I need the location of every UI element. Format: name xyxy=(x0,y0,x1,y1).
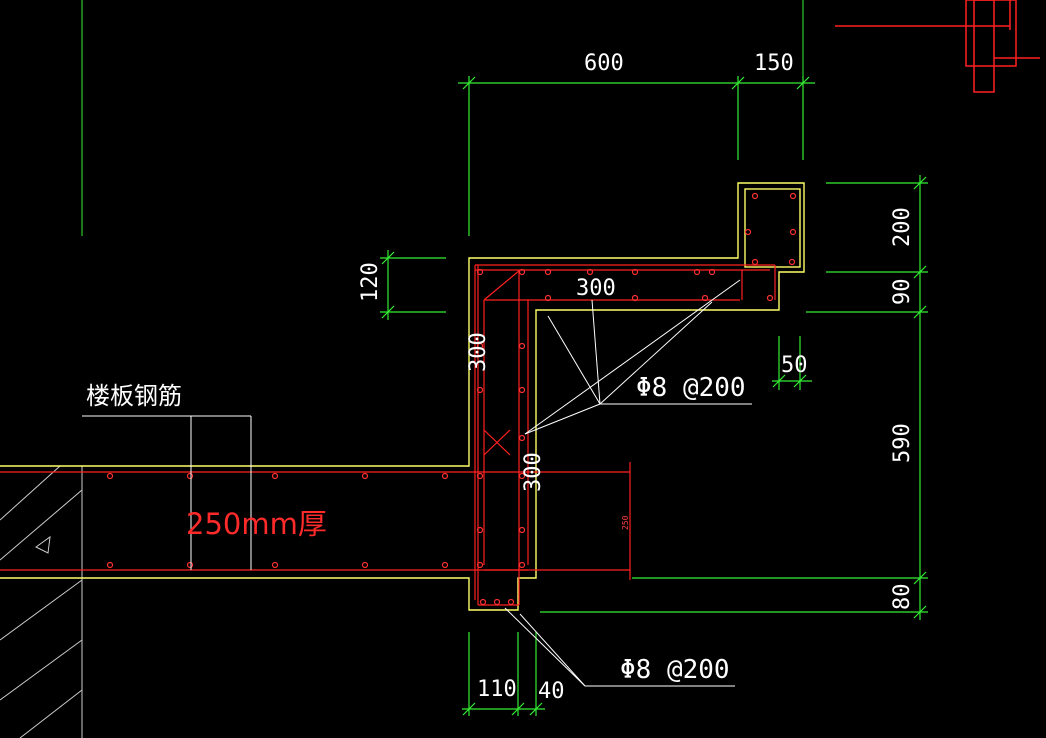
slab-thickness-note: 250mm厚 xyxy=(186,507,327,541)
concrete-outline xyxy=(0,182,805,611)
background-lines xyxy=(81,0,804,236)
dimension-lines xyxy=(380,76,928,716)
dim-300-wall-lower: 300 xyxy=(521,452,546,492)
rebar-dots xyxy=(106,192,797,606)
dim-40: 40 xyxy=(538,679,565,704)
dim-300-wall-upper: 300 xyxy=(466,332,491,372)
slab-rebar-label: 楼板钢筋 xyxy=(86,382,182,410)
rebar-spec-upper: Φ8 @200 xyxy=(636,373,746,403)
left-wall-hatch xyxy=(0,465,83,738)
dim-300-top: 300 xyxy=(576,276,616,301)
dim-590: 590 xyxy=(890,423,915,463)
rebar-lines xyxy=(0,264,776,606)
top-right-detail xyxy=(835,0,1040,93)
dim-80: 80 xyxy=(890,584,915,611)
dim-90: 90 xyxy=(890,279,915,306)
dim-50: 50 xyxy=(781,353,808,378)
leader-lines xyxy=(82,279,752,687)
inner-thickness-label: 250 xyxy=(621,515,630,530)
dim-600: 600 xyxy=(584,51,624,76)
dim-110: 110 xyxy=(477,677,517,702)
dim-150: 150 xyxy=(754,51,794,76)
dimension-texts: 600 150 200 90 590 80 120 300 300 300 50… xyxy=(358,51,915,704)
annotation-labels: 楼板钢筋 250mm厚 Φ8 @200 Φ8 @200 250 xyxy=(86,373,746,685)
rebar-spec-lower: Φ8 @200 xyxy=(620,655,730,685)
dim-200: 200 xyxy=(890,207,915,247)
dim-120: 120 xyxy=(358,262,383,302)
